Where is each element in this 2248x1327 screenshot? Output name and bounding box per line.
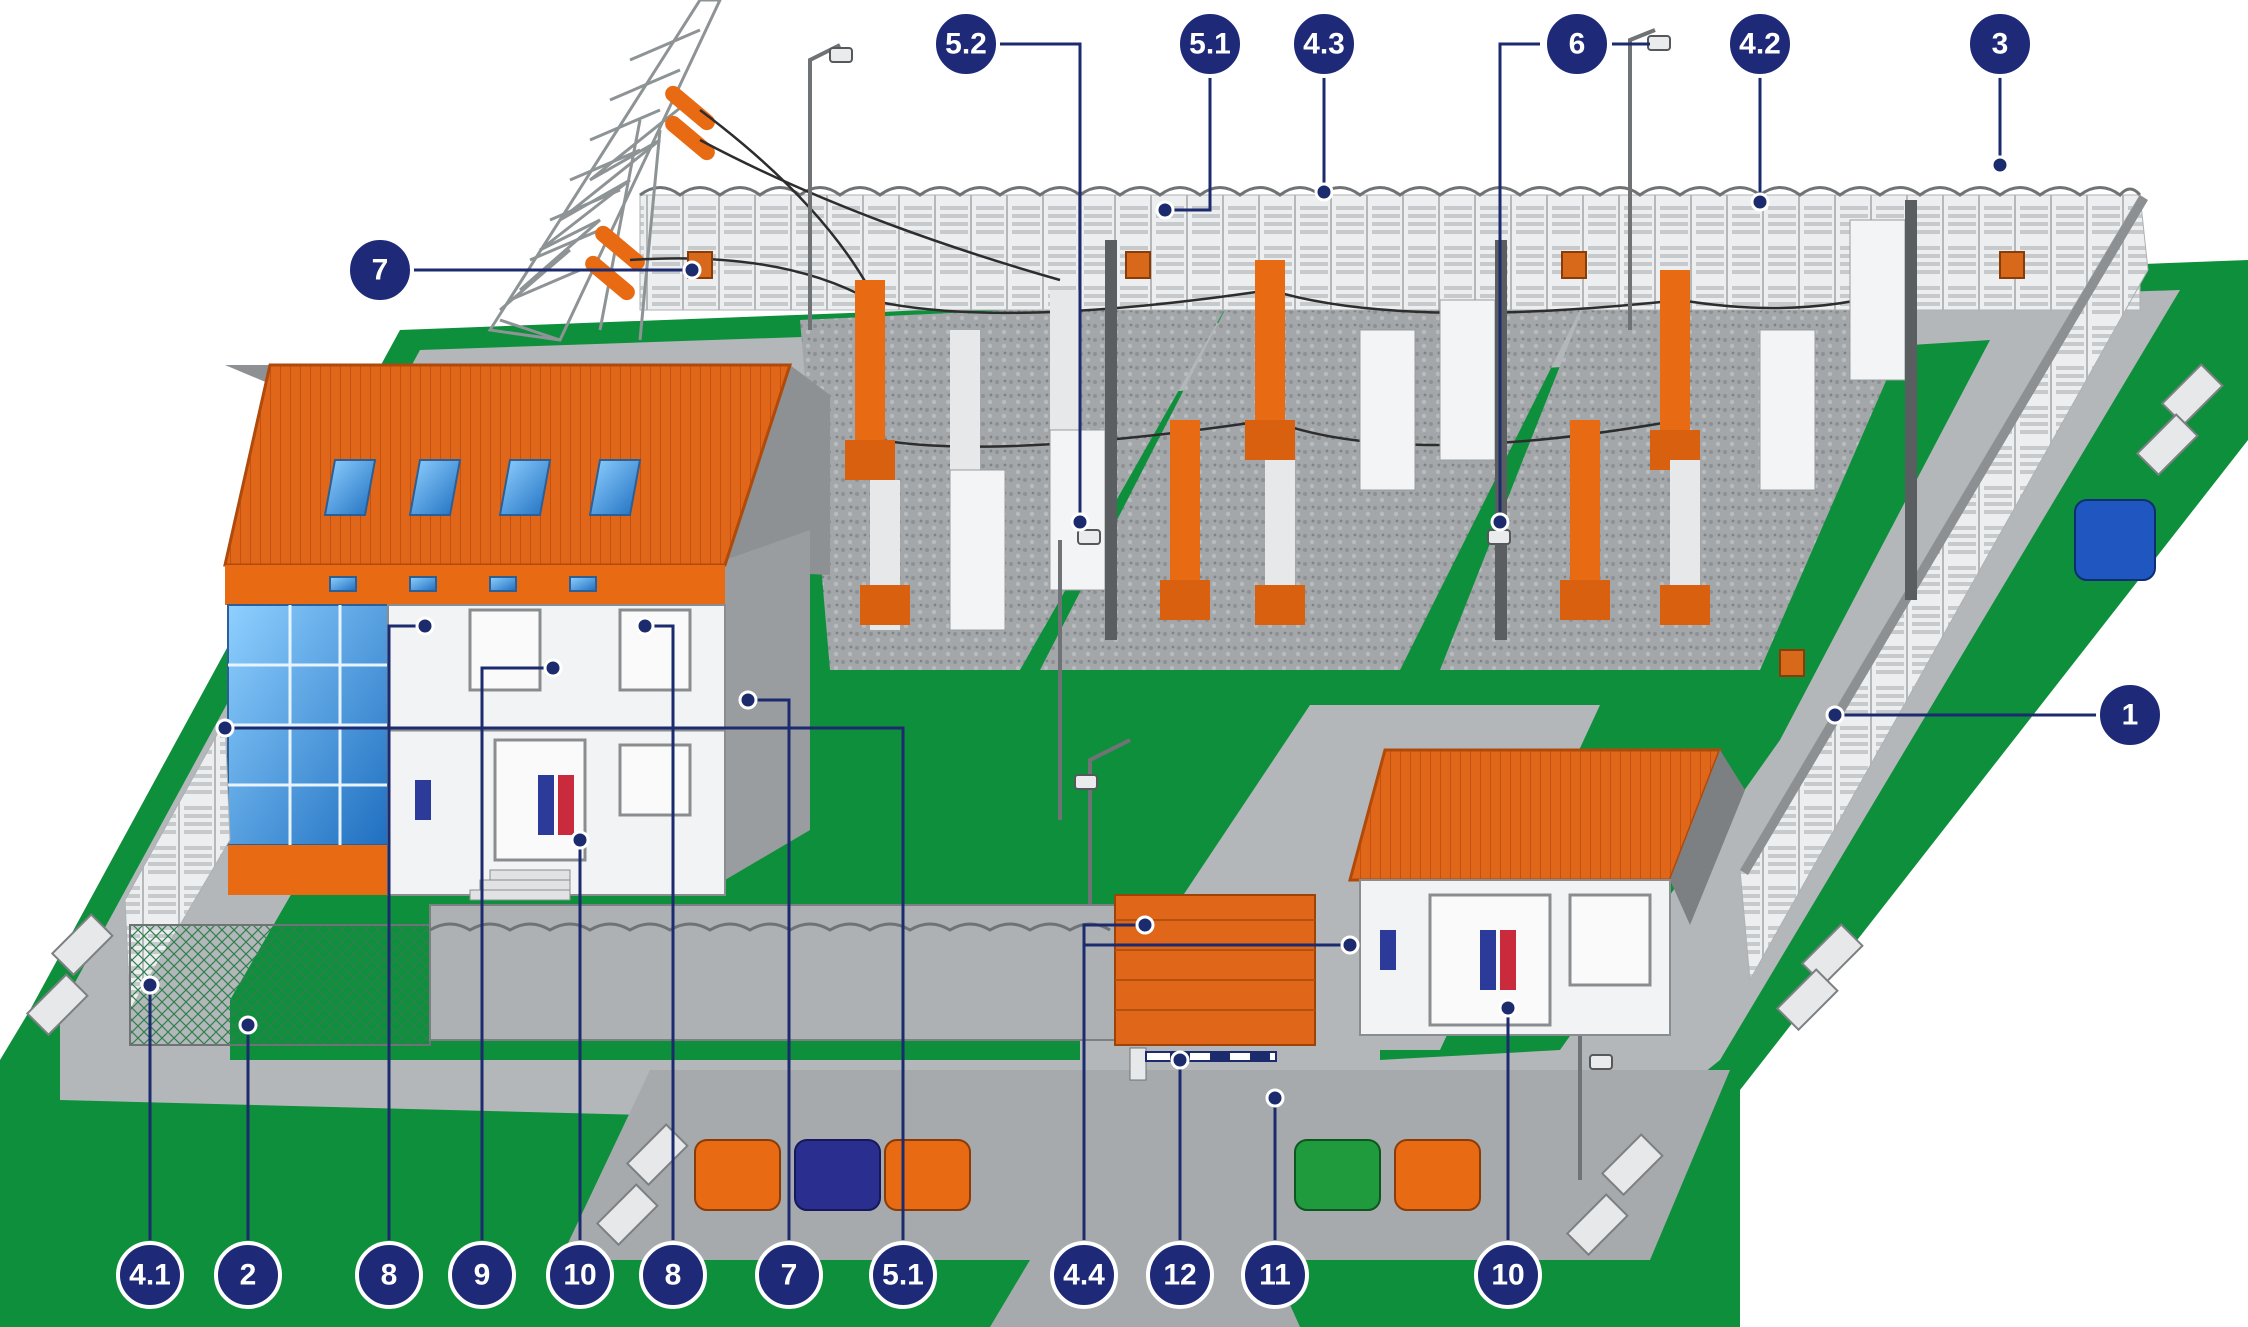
car-icon [794, 1139, 881, 1211]
turnstile-icon [1500, 930, 1516, 990]
markers: 5.2 5.1 4.3 6 4.2 3 7 1 4.1 2 8 [116, 10, 2164, 1309]
marker-label: 4.2 [1739, 28, 1781, 61]
marker-top: 5.2 5.1 4.3 6 4.2 3 [932, 10, 2034, 78]
marker-label: 4.3 [1303, 28, 1345, 61]
marker-label: 10 [1491, 1259, 1524, 1292]
sensor-box-icon [1779, 649, 1805, 677]
equipment-bay-2 [1160, 240, 1507, 640]
perimeter-fence-left [124, 718, 1121, 1046]
marker-label: 8 [665, 1259, 682, 1292]
street-lamp-icon [1628, 28, 1656, 330]
camera-icon [1589, 1054, 1613, 1070]
marker-right: 1 [2096, 681, 2164, 749]
leader-lines [148, 42, 2100, 1240]
marker-label: 9 [474, 1259, 491, 1292]
perimeter-fence-right [1739, 193, 2149, 982]
marker-label: 8 [381, 1259, 398, 1292]
turnstile-icon [538, 775, 554, 835]
equipment-bay-1 [845, 240, 1117, 640]
camera-icon [1074, 774, 1098, 790]
turnstile-icon [415, 780, 431, 820]
equipment-bay-3 [1560, 200, 1917, 625]
car-icon [1294, 1139, 1381, 1211]
checkpoint-building [1348, 748, 1745, 1036]
marker-label: 4.1 [129, 1259, 171, 1292]
camera-icon [1647, 35, 1671, 51]
marker-label: 5.2 [945, 28, 987, 61]
marker-label: 6 [1569, 28, 1586, 61]
marker-label: 7 [781, 1259, 798, 1292]
turnstile-icon [558, 775, 574, 835]
control-building [223, 363, 830, 901]
marker-label: 1 [2122, 699, 2139, 732]
car-icon [884, 1139, 971, 1211]
turnstile-icon [1480, 930, 1496, 990]
power-lines [629, 109, 1901, 448]
marker-label: 12 [1163, 1259, 1196, 1292]
marker-label: 11 [1259, 1259, 1291, 1292]
camera-icon [829, 47, 853, 63]
marker-left: 7 [346, 236, 414, 304]
street-lamp-icon [1088, 738, 1131, 940]
marker-label: 5.1 [882, 1259, 924, 1292]
marker-bottom: 4.1 2 8 9 10 8 7 5.1 4.4 12 11 10 [116, 1241, 1542, 1309]
sensor-box-icon [1999, 251, 2025, 279]
marker-label: 7 [372, 254, 389, 287]
parked-cars [694, 499, 2156, 1211]
camera-icon [1487, 529, 1511, 545]
barrier-gate [1129, 1047, 1277, 1081]
car-icon [2074, 499, 2156, 581]
marker-label: 5.1 [1189, 28, 1231, 61]
marker-label: 3 [1992, 28, 2009, 61]
sensor-box-icon [1561, 251, 1587, 279]
transmission-tower [487, 0, 722, 342]
car-icon [694, 1139, 781, 1211]
turnstile-icon [1380, 930, 1396, 970]
barrier-gate-icon [1129, 1047, 1147, 1081]
car-icon [1394, 1139, 1481, 1211]
marker-label: 4.4 [1063, 1259, 1105, 1292]
camera-icon [1077, 529, 1101, 545]
marker-label: 2 [240, 1259, 257, 1292]
leader-dots [140, 155, 2010, 1108]
marker-label: 10 [563, 1259, 596, 1292]
sensor-box-icon [1125, 251, 1151, 279]
